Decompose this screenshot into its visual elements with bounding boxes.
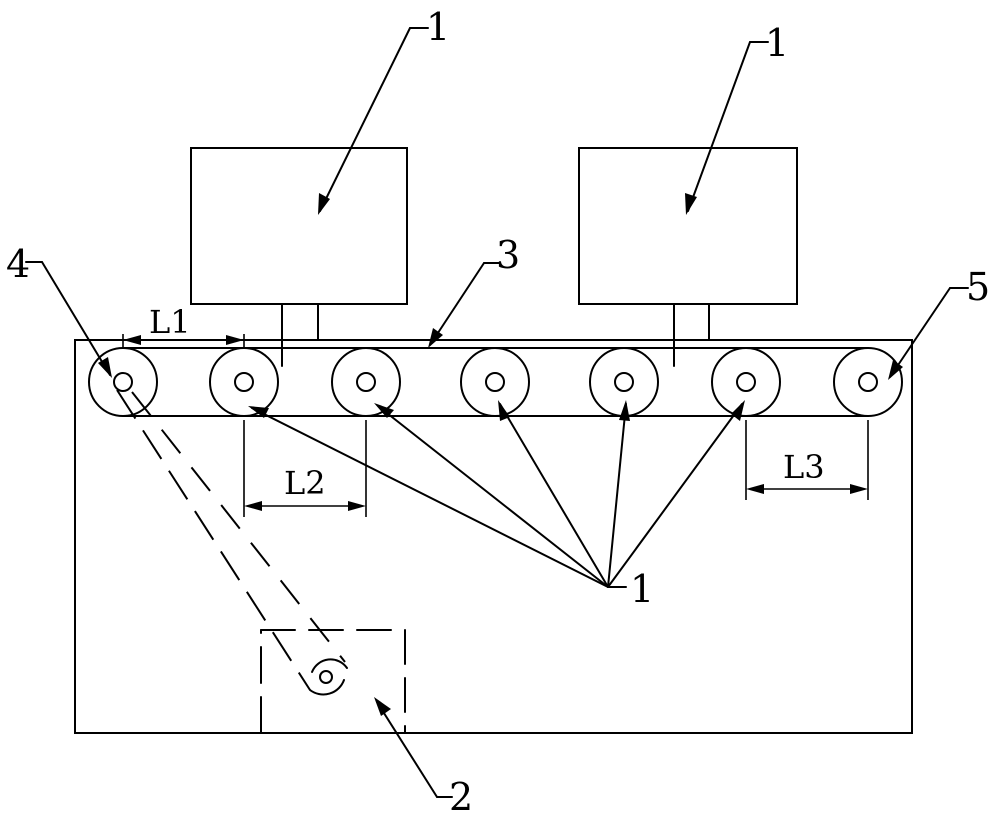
label-part2: 2 <box>449 775 473 819</box>
label-part4: 4 <box>6 242 30 286</box>
label-part3: 3 <box>496 233 520 277</box>
box-right <box>578 147 798 305</box>
label-part1-left-box: 1 <box>426 5 450 49</box>
label-part1-right-box: 1 <box>765 21 789 65</box>
leader-part4: 4 <box>6 242 112 378</box>
label-part5: 5 <box>966 265 990 309</box>
leader-part1-rollers: 1 <box>248 400 745 611</box>
rollers <box>88 347 903 417</box>
dimension-l2: L2 <box>243 420 367 517</box>
label-part1-rollers: 1 <box>630 567 654 611</box>
roller <box>331 347 401 417</box>
dimension-l1: L1 <box>122 303 245 348</box>
leader-part1-right-box: 1 <box>685 21 789 215</box>
dimension-label-l3: L3 <box>783 448 825 486</box>
leader-part1-left-box: 1 <box>318 5 450 215</box>
dimension-label-l2: L2 <box>284 464 326 502</box>
machine-frame <box>74 339 913 734</box>
motor-housing <box>260 629 406 734</box>
support-left <box>281 303 319 367</box>
dimension-l3: L3 <box>745 420 869 500</box>
support-right <box>673 303 710 367</box>
roller <box>711 347 781 417</box>
drive-belt <box>116 389 346 691</box>
leader-part5: 5 <box>888 265 990 380</box>
box-left <box>190 147 408 305</box>
roller <box>209 347 279 417</box>
leader-part3: 3 <box>428 233 520 348</box>
dimension-label-l1: L1 <box>149 303 191 341</box>
roller-end <box>833 347 903 417</box>
roller <box>460 347 530 417</box>
leader-part2: 2 <box>374 697 473 819</box>
